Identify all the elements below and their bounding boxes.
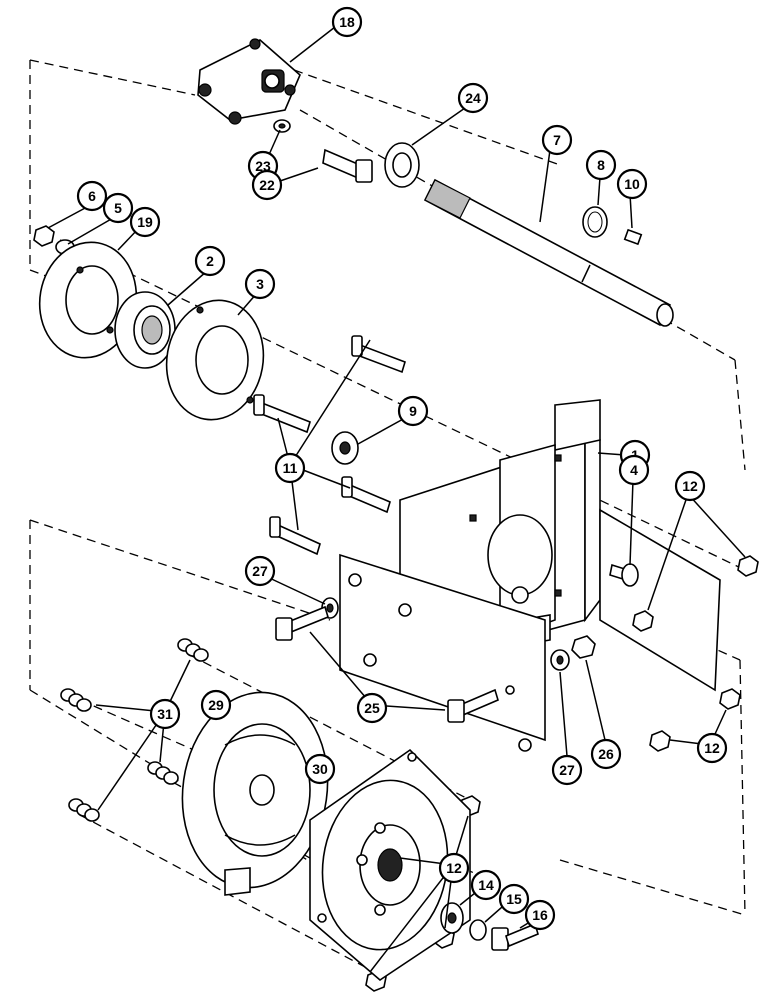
callout-25: 25 (356, 692, 388, 724)
callout-label: 14 (478, 877, 494, 893)
callout-label: 5 (114, 200, 122, 216)
callout-19: 19 (129, 206, 161, 238)
callout-7: 7 (541, 124, 573, 156)
part-bolts-25 (275, 605, 499, 723)
callout-label: 16 (532, 907, 548, 923)
callout-label: 4 (630, 462, 638, 478)
callout-30: 30 (304, 753, 336, 785)
callout-5: 5 (102, 192, 134, 224)
callout-label: 19 (137, 214, 153, 230)
callout-label: 2 (206, 253, 214, 269)
callout-label: 12 (682, 478, 698, 494)
callout-label: 22 (259, 177, 275, 193)
callout-16: 16 (524, 899, 556, 931)
callout-label: 9 (409, 403, 417, 419)
callout-label: 31 (157, 706, 173, 722)
part-bearing (114, 291, 176, 369)
callout-label: 3 (256, 276, 264, 292)
callout-label: 24 (465, 90, 481, 106)
part-plate-19 (38, 241, 138, 359)
part-housing (309, 748, 471, 982)
part-key (623, 228, 643, 246)
part-flange-coupling (197, 38, 301, 125)
callout-12-c: 12 (438, 852, 470, 884)
callout-12-a: 12 (674, 470, 706, 502)
part-pressure-plate (181, 691, 329, 896)
callout-2: 2 (194, 245, 226, 277)
callout-label: 25 (364, 700, 380, 716)
callout-14: 14 (470, 869, 502, 901)
callout-29: 29 (200, 689, 232, 721)
callout-11: 11 (274, 452, 306, 484)
part-flange-plate (165, 299, 265, 421)
part-washer-23 (273, 119, 291, 133)
callout-label: 27 (252, 563, 268, 579)
callout-label: 30 (312, 761, 328, 777)
callout-label: 12 (446, 860, 462, 876)
part-snap-ring (582, 206, 608, 238)
part-bushing (384, 142, 420, 188)
callout-6: 6 (76, 180, 108, 212)
part-shaft (423, 178, 674, 327)
callout-18: 18 (331, 6, 363, 38)
part-bolt-4 (609, 563, 639, 587)
callout-27-b: 27 (551, 754, 583, 786)
part-washer-14 (440, 902, 464, 934)
callout-15: 15 (498, 883, 530, 915)
callout-label: 29 (208, 697, 224, 713)
callout-4: 4 (618, 454, 650, 486)
callout-label: 11 (283, 460, 298, 476)
callout-label: 18 (339, 14, 355, 30)
part-washer-15 (469, 919, 487, 941)
callout-label: 15 (506, 891, 522, 907)
callout-3: 3 (244, 268, 276, 300)
part-springs-31 (60, 638, 209, 822)
callout-26: 26 (590, 738, 622, 770)
part-bolts-11 (253, 335, 406, 556)
upper-dashed-plane (29, 59, 746, 471)
callout-8: 8 (585, 149, 617, 181)
callout-label: 7 (553, 132, 561, 148)
callout-label: 12 (704, 740, 720, 756)
callout-label: 8 (597, 157, 605, 173)
part-bolt-22 (322, 148, 373, 183)
part-nut-6 (33, 225, 55, 247)
callout-label: 27 (559, 762, 575, 778)
callout-31: 31 (149, 698, 181, 730)
callout-label: 6 (88, 188, 96, 204)
callout-label: 26 (598, 746, 614, 762)
callout-24: 24 (457, 82, 489, 114)
callout-27-a: 27 (244, 555, 276, 587)
callout-12-b: 12 (696, 732, 728, 764)
part-nut-26 (571, 635, 596, 659)
callout-22: 22 (251, 169, 283, 201)
callout-label: 10 (624, 176, 640, 192)
part-spacer (331, 431, 359, 465)
part-bolt-16 (491, 922, 539, 951)
callout-10: 10 (616, 168, 648, 200)
callout-9: 9 (397, 395, 429, 427)
